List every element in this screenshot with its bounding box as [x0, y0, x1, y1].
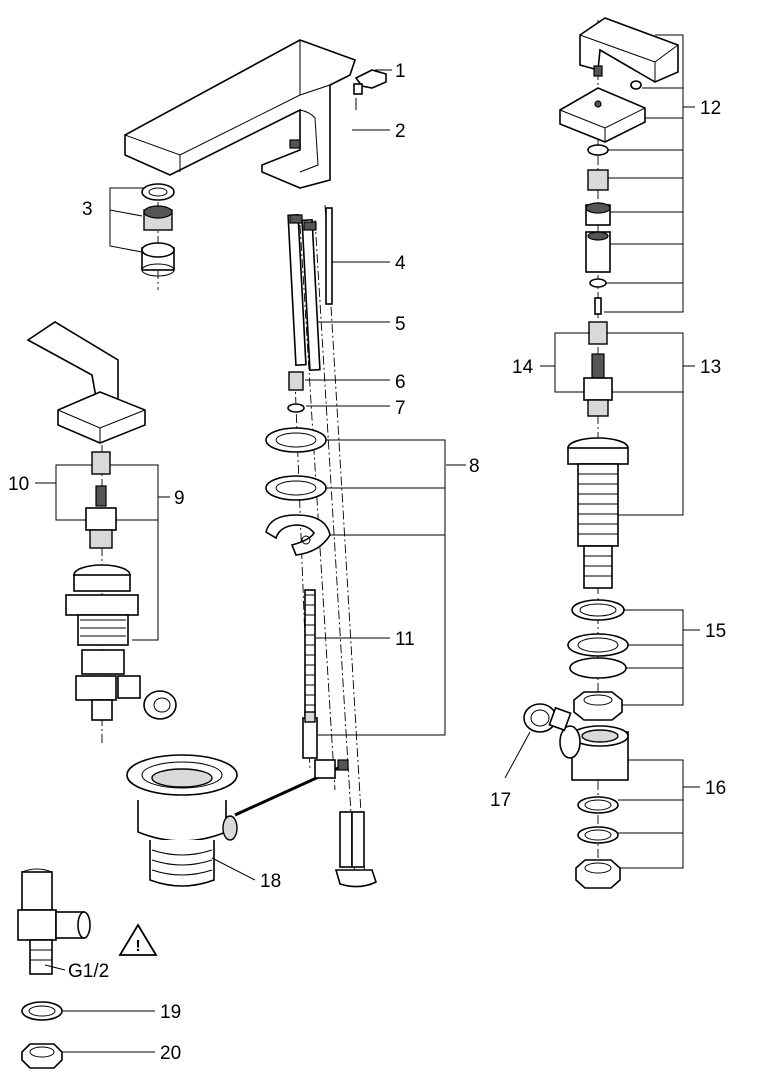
- part-8-washers: [265, 427, 331, 556]
- part-6-7-nipple: [287, 371, 305, 413]
- part-1-clip: [353, 69, 387, 110]
- left-handle: [26, 321, 146, 444]
- callout-1: 1: [395, 61, 406, 82]
- callout-12: 12: [700, 98, 721, 119]
- drain-lever: [234, 759, 377, 888]
- part-12-right-handle: [559, 17, 679, 143]
- thread-label: G1/2: [68, 961, 109, 982]
- part-13-14-right-valve: [567, 144, 629, 589]
- callout-9: 9: [174, 488, 185, 509]
- callout-14: 14: [512, 357, 534, 378]
- part-11-threaded-rod: [302, 589, 318, 759]
- callout-3: 3: [82, 199, 93, 220]
- callout-16: 16: [705, 778, 726, 799]
- part-18-popup-drain: [126, 754, 238, 887]
- callout-19: 19: [160, 1002, 181, 1023]
- part-17-union-nut: [523, 703, 572, 733]
- callout-18: 18: [260, 871, 281, 892]
- part-3-aerator: [141, 183, 175, 277]
- leader-lines: [35, 34, 700, 1053]
- part-15-rings-nut: [567, 599, 629, 721]
- part-19-washer: [21, 1001, 63, 1021]
- callout-8: 8: [469, 456, 480, 477]
- callout-15: 15: [705, 621, 726, 642]
- warning-mark: !: [135, 938, 140, 955]
- callout-5: 5: [395, 314, 406, 335]
- part-16-tee-assembly: [559, 725, 629, 889]
- part-9-10-left-valve: [65, 451, 177, 721]
- callout-2: 2: [395, 121, 406, 142]
- callout-11: 11: [395, 629, 415, 650]
- callout-6: 6: [395, 372, 406, 393]
- part-20-nut: [21, 1043, 63, 1069]
- callout-17: 17: [490, 790, 511, 811]
- callout-4: 4: [395, 253, 406, 274]
- callout-labels: 1 2 3 4 5 6 7 8 9 10 11 12 13 14 15 16 1…: [8, 61, 726, 1064]
- angle-valve-connection: [17, 868, 91, 975]
- spout-body: [124, 39, 357, 189]
- callout-7: 7: [395, 398, 406, 419]
- part-4-5-hoses: [287, 207, 333, 371]
- warning-triangle: !: [118, 923, 158, 956]
- callout-13: 13: [700, 357, 721, 378]
- callout-20: 20: [160, 1043, 181, 1064]
- callout-10: 10: [8, 474, 29, 495]
